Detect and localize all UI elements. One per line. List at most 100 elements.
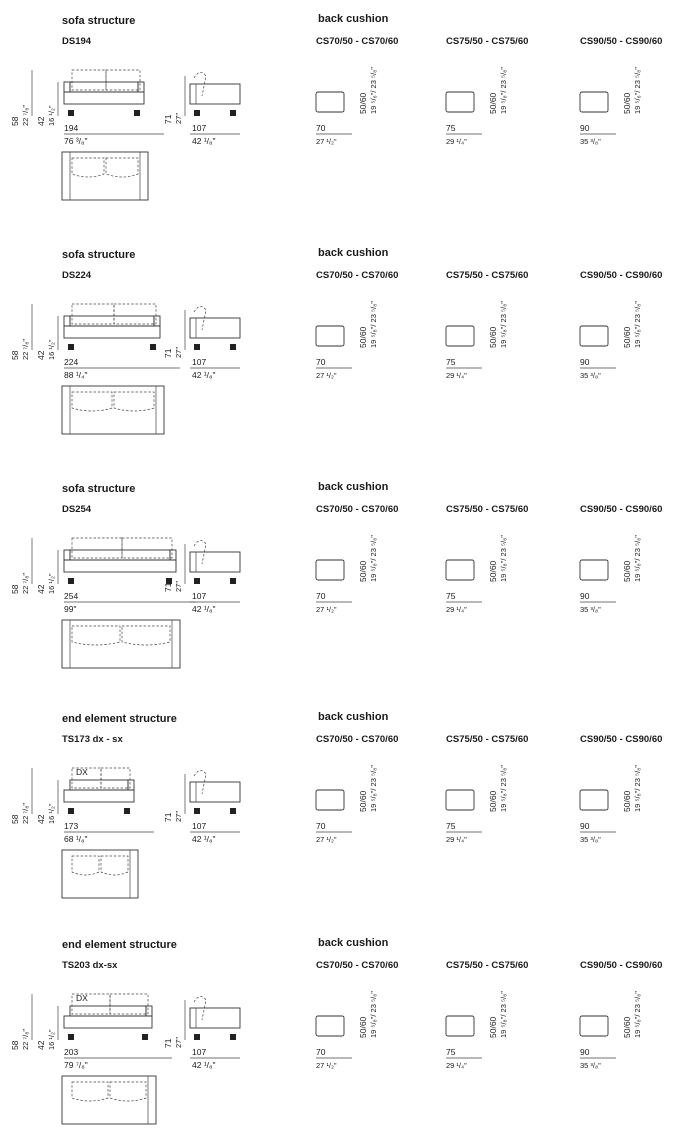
height-depth-in: 27" (174, 113, 183, 124)
height-total-cm: 58 (10, 584, 20, 594)
height-total-cm: 58 (10, 350, 20, 360)
sofa-base (63, 559, 177, 573)
armrest (137, 81, 145, 93)
cushion-width-in: 27 ¹/₂" (316, 835, 337, 844)
cushion-width-cm: 70 (316, 591, 326, 601)
plan-outline (61, 151, 149, 201)
cushion-code: CS70/50 - CS70/60 (316, 960, 398, 971)
cushion-width-cm: 90 (580, 591, 590, 601)
cushion-width-cm: 70 (316, 123, 326, 133)
sofa-foot (194, 110, 200, 116)
plan-cushion (100, 855, 129, 876)
sofa-foot (68, 808, 74, 814)
plan-outline (61, 849, 139, 899)
plan-cushion (71, 855, 100, 876)
structure-title: sofa structure (62, 15, 135, 27)
plan-cushion (109, 1081, 147, 1102)
structure-title: sofa structure (62, 483, 135, 495)
side-view (189, 540, 241, 584)
sofa-base (63, 325, 161, 339)
width-in: 88 ¹/₄" (64, 370, 88, 380)
width-cm: 224 (64, 357, 78, 367)
cushion-width-in: 27 ¹/₂" (316, 137, 337, 146)
sofa-foot (230, 110, 236, 116)
plan-view (61, 1075, 157, 1125)
sofa-foot (150, 344, 156, 350)
height-seat-cm: 42 (36, 814, 46, 824)
width-cm: 173 (64, 821, 78, 831)
cushion-height-cm: 50/60 (358, 560, 368, 582)
side-body (189, 1007, 241, 1029)
back-cushion-outline (71, 993, 111, 1015)
model-code: TS203 dx-sx (62, 960, 118, 971)
sofa-foot (124, 808, 130, 814)
height-depth-in: 27" (174, 581, 183, 592)
seat-cushion (69, 315, 155, 327)
cushion-height-cm: 50/60 (622, 1016, 632, 1038)
depth-in: 42 ¹/₈" (192, 834, 216, 844)
cushion-code: CS90/50 - CS90/60 (580, 36, 662, 47)
cushion-height-cm: 50/60 (622, 560, 632, 582)
height-total-in: 22 ⁷/₈" (21, 803, 30, 824)
cushion-width-cm: 90 (580, 1047, 590, 1057)
depth-cm: 107 (192, 1047, 206, 1057)
side-body (189, 83, 241, 105)
plan-cushion (71, 157, 105, 178)
cushion-code: CS90/50 - CS90/60 (580, 734, 662, 745)
cushion-height-cm: 50/60 (358, 326, 368, 348)
plan-cushion (105, 157, 139, 178)
cushion-width-cm: 70 (316, 1047, 326, 1057)
sofa-base (63, 789, 135, 803)
cushion-height-cm: 50/60 (488, 326, 498, 348)
armrest (127, 779, 135, 791)
height-total-in: 22 ⁷/₈" (21, 1029, 30, 1050)
plan-cushion (71, 625, 121, 646)
width-in: 76 ³/₈" (64, 136, 88, 146)
model-code: DS224 (62, 270, 92, 281)
seat-cushion (69, 1005, 147, 1017)
height-seat-in: 16 ¹/₂" (47, 573, 56, 594)
depth-in: 42 ¹/₈" (192, 136, 216, 146)
plan-cushion (71, 1081, 109, 1102)
width-cm: 194 (64, 123, 78, 133)
height-seat-cm: 42 (36, 116, 46, 126)
sofa-base (63, 91, 145, 105)
cushion-shape (579, 325, 609, 347)
cushion-height-in: 19 ⁵/₈"/ 23 ⁵/₈" (369, 301, 378, 348)
cushion-height-in: 19 ⁵/₈"/ 23 ⁵/₈" (369, 535, 378, 582)
cushion-height-in: 19 ⁵/₈"/ 23 ⁵/₈" (633, 535, 642, 582)
sofa-foot (230, 1034, 236, 1040)
cushion-shape (315, 789, 345, 811)
cushion-height-cm: 50/60 (488, 560, 498, 582)
cushion-width-cm: 90 (580, 123, 590, 133)
seat-cushion (69, 81, 139, 93)
plan-outline (61, 619, 181, 669)
back-cushion-outline (71, 303, 115, 325)
cushion-height-in: 19 ⁵/₈"/ 23 ⁵/₈" (499, 67, 508, 114)
height-depth-in: 27" (174, 811, 183, 822)
cushion-shape (445, 559, 475, 581)
cushion-height-cm: 50/60 (358, 92, 368, 114)
width-cm: 203 (64, 1047, 78, 1057)
back-cushion-outline (113, 303, 157, 325)
cushion-width-cm: 75 (446, 357, 456, 367)
depth-cm: 107 (192, 123, 206, 133)
cushion-shape (315, 559, 345, 581)
back-cushion-outline (100, 767, 131, 789)
cushion-height-cm: 50/60 (358, 790, 368, 812)
sofa-foot (230, 578, 236, 584)
plan-outline (61, 1075, 157, 1125)
